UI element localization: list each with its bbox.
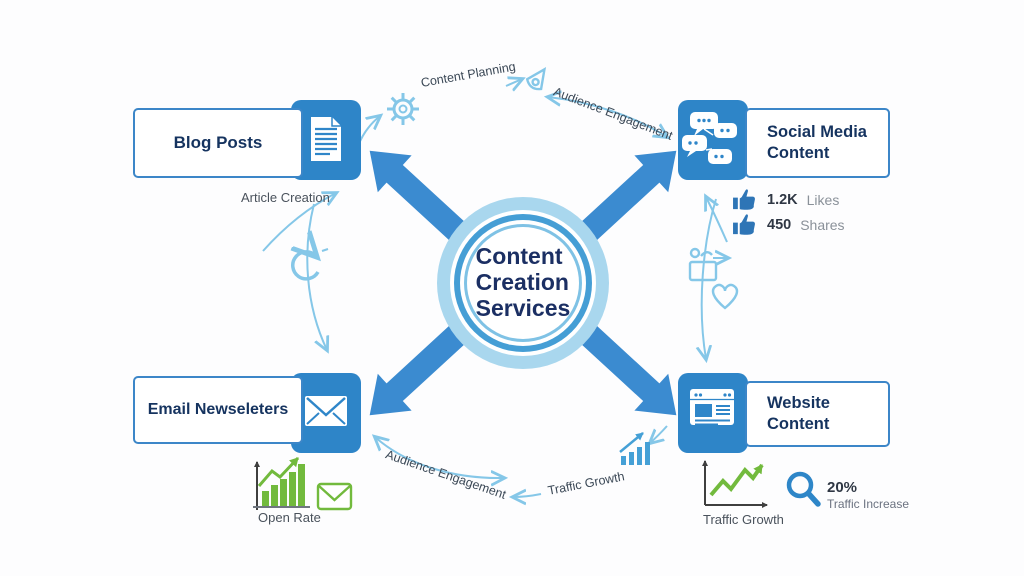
arrow-to-blog bbox=[352, 132, 475, 251]
website-icon-tile bbox=[678, 373, 748, 453]
social-icon-tile bbox=[678, 100, 748, 180]
arrow-to-social bbox=[571, 132, 694, 251]
bar-chart-icon bbox=[253, 456, 310, 510]
traffic-increase-value: 20% bbox=[827, 479, 858, 496]
arrow-traffic-left bbox=[513, 494, 542, 497]
traffic-increase-label: Traffic Increase bbox=[827, 497, 910, 511]
blog-posts-title: Blog Posts bbox=[173, 133, 263, 153]
social-media-title: Social Media Content bbox=[767, 123, 867, 162]
arrow-to-email bbox=[352, 315, 475, 434]
likes-stat: 1.2K Likes bbox=[733, 188, 839, 211]
hub-circle: Content Creation Services bbox=[467, 227, 579, 339]
arc-blog-to-planning bbox=[357, 116, 380, 147]
arrow-to-website bbox=[571, 315, 694, 434]
line-chart-icon bbox=[702, 460, 768, 508]
arc-pen-to-social bbox=[548, 97, 667, 137]
arc-up-to-social bbox=[706, 197, 728, 243]
share-icon bbox=[688, 247, 728, 282]
browser-icon bbox=[690, 389, 734, 426]
thumbs-up-icon bbox=[733, 214, 755, 235]
email-newsletters-title: Email Newseleters bbox=[147, 401, 289, 418]
traffic-growth-label: Traffic Growth bbox=[703, 512, 784, 527]
chat-bubbles-icon bbox=[682, 112, 737, 164]
arrow-website-to-chart bbox=[650, 425, 668, 443]
likes-label: Likes bbox=[806, 191, 840, 208]
website-content-box: Website Content bbox=[745, 381, 890, 447]
shares-stat: 450 Shares bbox=[733, 213, 845, 236]
thumbs-up-icon bbox=[733, 189, 755, 210]
social-media-box: Social Media Content bbox=[745, 108, 890, 178]
refresh-icon bbox=[293, 249, 329, 281]
open-rate-label: Open Rate bbox=[258, 510, 321, 525]
heart-icon bbox=[711, 283, 739, 310]
document-icon bbox=[311, 117, 341, 161]
arc-email-engagement bbox=[375, 437, 504, 478]
green-envelope-icon bbox=[316, 482, 353, 511]
website-content-title: Website Content bbox=[767, 394, 830, 433]
flow-arcs bbox=[262, 79, 728, 497]
pen-icon bbox=[525, 67, 547, 91]
arc-up-to-blog bbox=[262, 193, 336, 252]
arrow-planning-to-pen bbox=[505, 79, 522, 86]
shares-value: 450 bbox=[767, 216, 792, 233]
magnifier-icon bbox=[786, 471, 821, 507]
blog-posts-box: Blog Posts bbox=[133, 108, 303, 178]
gear-icon bbox=[387, 93, 419, 125]
hub-title: Content Creation Services bbox=[475, 243, 571, 321]
arc-social-to-website bbox=[702, 198, 717, 359]
chart-up-icon bbox=[619, 432, 650, 465]
likes-value: 1.2K bbox=[767, 191, 798, 208]
article-creation-label: Article Creation bbox=[241, 190, 330, 205]
shares-label: Shares bbox=[800, 216, 845, 233]
email-newsletters-box: Email Newseleters bbox=[133, 376, 303, 444]
envelope-icon bbox=[305, 396, 347, 426]
